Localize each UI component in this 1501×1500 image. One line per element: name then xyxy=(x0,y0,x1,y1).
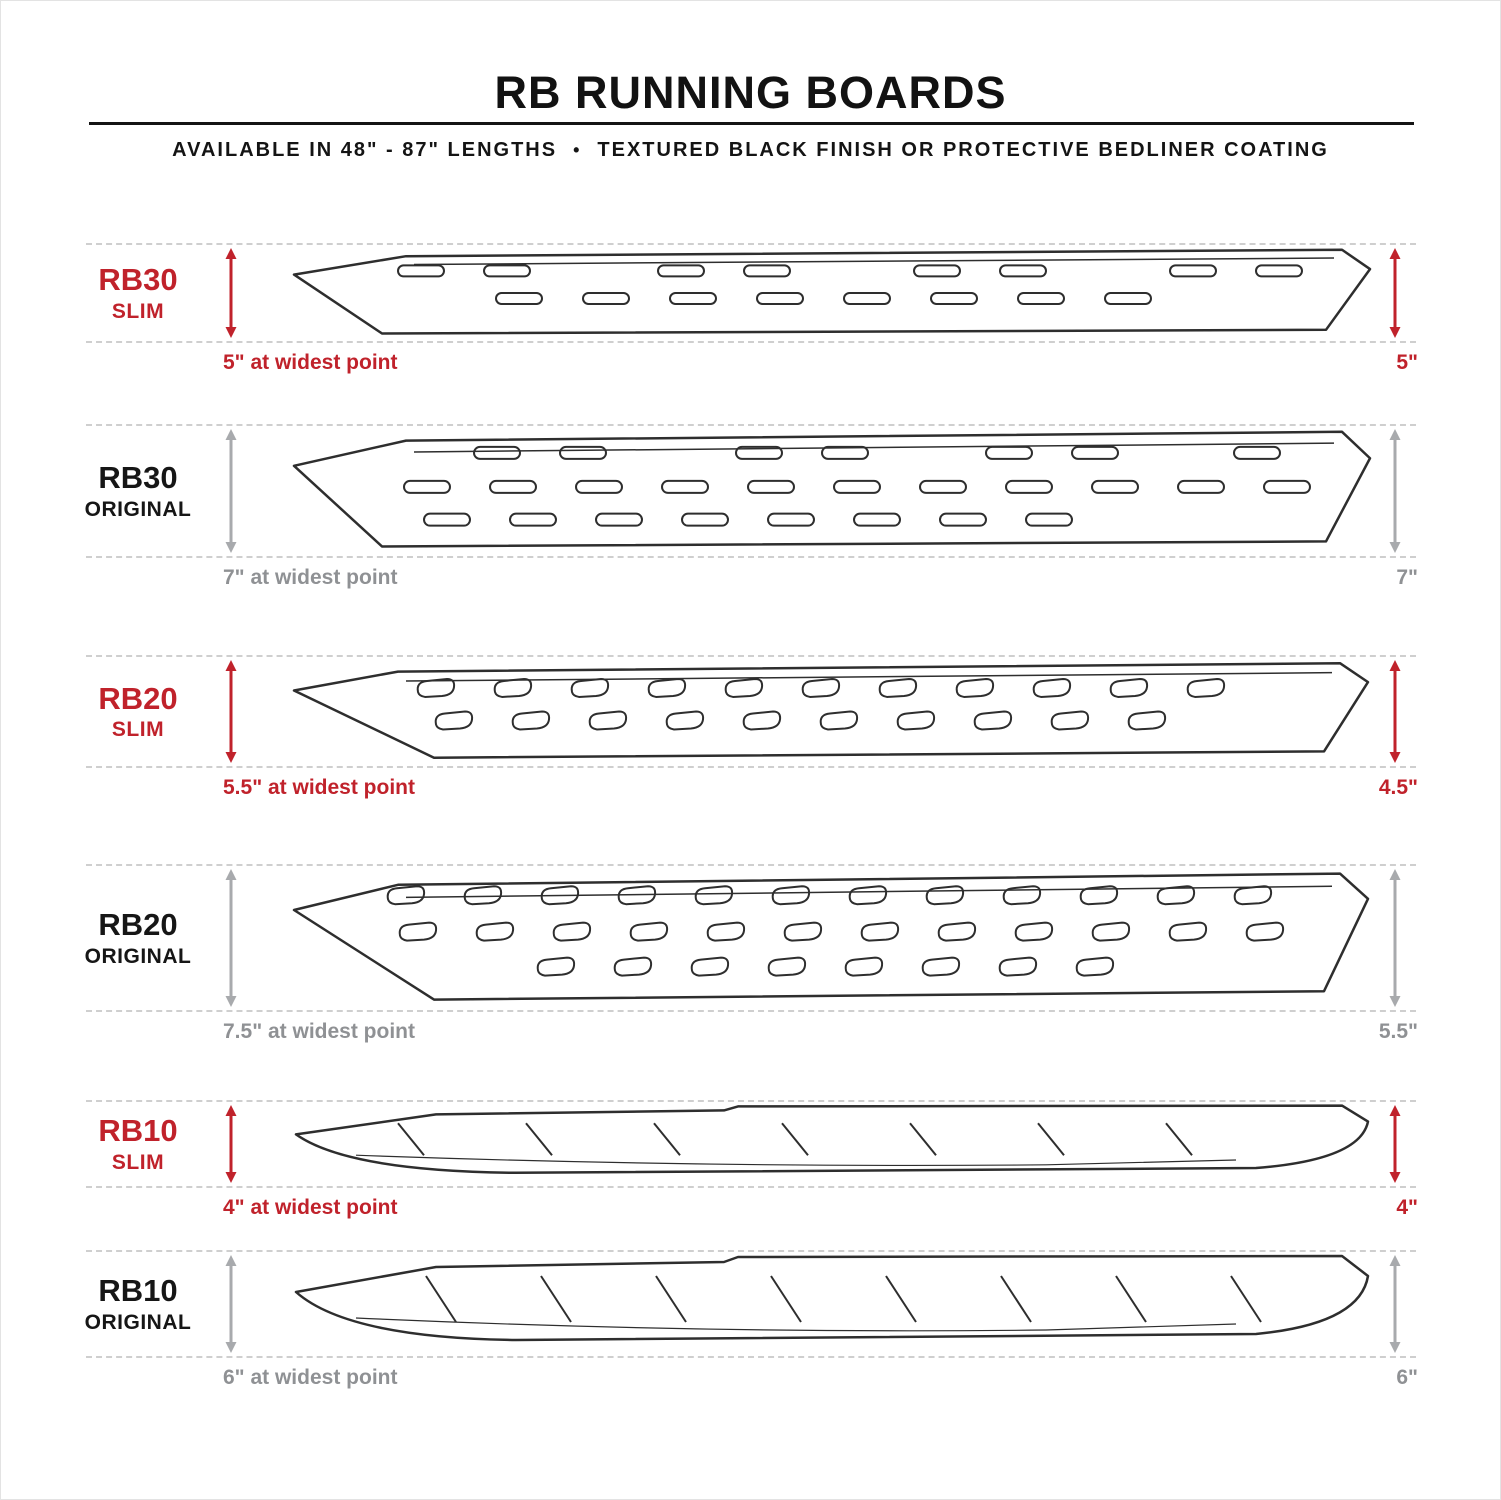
board-label: RB10 ORIGINAL xyxy=(53,1273,223,1335)
page-title: RB RUNNING BOARDS xyxy=(494,67,1007,118)
height-arrow-left-icon xyxy=(225,660,237,763)
width-dimension-label: 7" at widest point xyxy=(223,566,398,589)
board-label: RB20 ORIGINAL xyxy=(53,907,223,969)
dashed-guide-bottom xyxy=(86,556,1416,558)
variant-name: SLIM xyxy=(111,717,165,741)
board-drawing-rb30-slim xyxy=(292,248,1372,335)
width-dimension-label: 7.5" at widest point xyxy=(223,1020,415,1043)
height-dimension-label: 5" xyxy=(1396,351,1418,374)
height-arrow-right-icon xyxy=(1389,248,1401,338)
subtitle: AVAILABLE IN 48" - 87" LENGTHS • TEXTURE… xyxy=(1,139,1500,162)
dashed-guide-top xyxy=(86,1100,1416,1102)
bullet-separator: • xyxy=(573,140,582,160)
dashed-guide-bottom xyxy=(86,1356,1416,1358)
height-arrow-left-icon xyxy=(225,1105,237,1183)
board-label: RB10 SLIM xyxy=(53,1113,223,1175)
model-name: RB20 xyxy=(98,680,178,716)
dashed-guide-top xyxy=(86,655,1416,657)
width-dimension-label: 5" at widest point xyxy=(223,351,398,374)
height-dimension-label: 4.5" xyxy=(1378,776,1418,799)
board-drawing-rb30-original xyxy=(292,430,1372,548)
dashed-guide-top xyxy=(86,864,1416,866)
model-name: RB10 xyxy=(98,1272,178,1308)
board-drawing-rb10-slim xyxy=(294,1104,1370,1175)
board-row-rb30-slim: RB30 SLIM 5" at widest point 5" xyxy=(1,243,1500,374)
height-arrow-right-icon xyxy=(1389,869,1401,1007)
title-divider xyxy=(89,122,1414,125)
width-dimension-label: 6" at widest point xyxy=(223,1366,398,1389)
height-arrow-right-icon xyxy=(1389,660,1401,763)
model-name: RB30 xyxy=(98,261,178,297)
height-arrow-right-icon xyxy=(1389,1105,1401,1183)
board-label: RB30 SLIM xyxy=(53,262,223,324)
board-label: RB30 ORIGINAL xyxy=(53,460,223,522)
board-row-rb10-original: RB10 ORIGINAL 6" at widest point 6" xyxy=(1,1250,1500,1389)
height-arrow-right-icon xyxy=(1389,429,1401,553)
height-dimension-label: 5.5" xyxy=(1378,1020,1418,1043)
dashed-guide-top xyxy=(86,424,1416,426)
height-arrow-left-icon xyxy=(225,429,237,553)
height-arrow-left-icon xyxy=(225,869,237,1007)
dashed-guide-bottom xyxy=(86,766,1416,768)
board-drawing-rb20-original xyxy=(292,872,1370,1001)
variant-name: ORIGINAL xyxy=(84,497,192,521)
dashed-guide-bottom xyxy=(86,1186,1416,1188)
height-dimension-label: 7" xyxy=(1396,566,1418,589)
dashed-guide-top xyxy=(86,243,1416,245)
dashed-guide-bottom xyxy=(86,1010,1416,1012)
width-dimension-label: 4" at widest point xyxy=(223,1196,398,1219)
board-row-rb20-slim: RB20 SLIM 5.5" at widest point 4.5" xyxy=(1,655,1500,799)
height-arrow-left-icon xyxy=(225,248,237,338)
subtitle-finish: TEXTURED BLACK FINISH OR PROTECTIVE BEDL… xyxy=(597,139,1329,161)
board-drawing-rb20-slim xyxy=(292,661,1370,759)
height-arrow-left-icon xyxy=(225,1255,237,1353)
height-dimension-label: 4" xyxy=(1396,1196,1418,1219)
dashed-guide-top xyxy=(86,1250,1416,1252)
board-drawing-rb10-original xyxy=(294,1254,1370,1342)
model-name: RB10 xyxy=(98,1112,178,1148)
variant-name: SLIM xyxy=(111,299,165,323)
board-row-rb30-original: RB30 ORIGINAL 7" at widest point 7" xyxy=(1,424,1500,589)
variant-name: SLIM xyxy=(111,1150,165,1174)
variant-name: ORIGINAL xyxy=(84,1310,192,1334)
dashed-guide-bottom xyxy=(86,341,1416,343)
subtitle-lengths: AVAILABLE IN 48" - 87" LENGTHS xyxy=(172,139,558,161)
model-name: RB30 xyxy=(98,459,178,495)
height-arrow-right-icon xyxy=(1389,1255,1401,1353)
board-row-rb10-slim: RB10 SLIM 4" at widest point 4" xyxy=(1,1100,1500,1219)
model-name: RB20 xyxy=(98,906,178,942)
width-dimension-label: 5.5" at widest point xyxy=(223,776,415,799)
board-row-rb20-original: RB20 ORIGINAL 7.5" at widest point 5.5" xyxy=(1,864,1500,1043)
variant-name: ORIGINAL xyxy=(84,944,192,968)
board-label: RB20 SLIM xyxy=(53,680,223,742)
height-dimension-label: 6" xyxy=(1396,1366,1418,1389)
